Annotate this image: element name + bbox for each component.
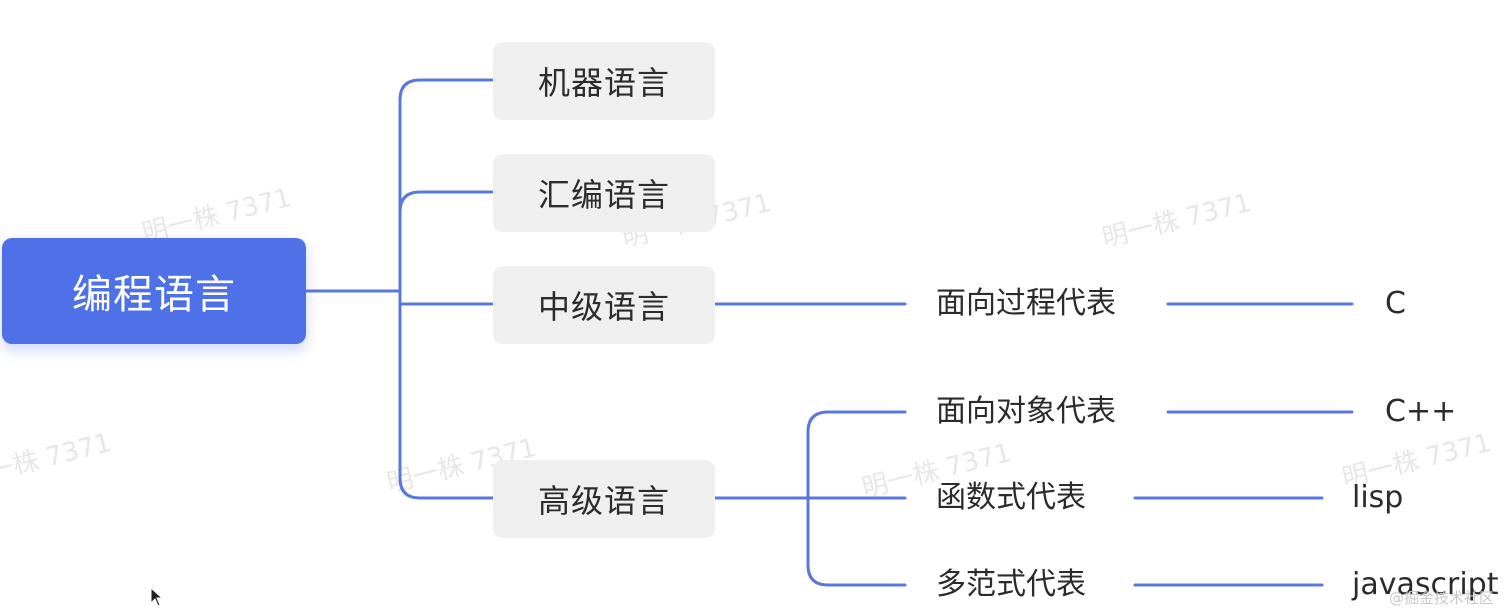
- corner-watermark: @掘金技术社区: [1388, 589, 1494, 607]
- node-label: 中级语言: [537, 288, 670, 326]
- node-example-c[interactable]: C: [1385, 286, 1406, 321]
- node-machine-language[interactable]: 机器语言: [493, 42, 715, 120]
- root-node[interactable]: 编程语言: [2, 238, 306, 344]
- connector-trunk: [398, 78, 495, 500]
- node-label: 高级语言: [537, 482, 670, 520]
- node-label: 机器语言: [537, 64, 670, 102]
- node-multi-paradigm[interactable]: 多范式代表: [936, 567, 1086, 602]
- node-high-level-language[interactable]: 高级语言: [493, 460, 715, 538]
- node-oop[interactable]: 面向对象代表: [936, 394, 1116, 429]
- node-mid-level-language[interactable]: 中级语言: [493, 266, 715, 344]
- node-procedural[interactable]: 面向过程代表: [936, 286, 1116, 321]
- node-assembly-language[interactable]: 汇编语言: [493, 154, 715, 232]
- node-label: 汇编语言: [537, 176, 670, 214]
- node-example-cpp[interactable]: C++: [1385, 394, 1457, 429]
- node-functional[interactable]: 函数式代表: [936, 480, 1086, 515]
- node-example-javascript[interactable]: javascript: [1352, 567, 1499, 602]
- root-label: 编程语言: [72, 272, 236, 318]
- connector-assembly: [398, 190, 495, 214]
- node-example-lisp[interactable]: lisp: [1352, 480, 1404, 515]
- mouse-cursor-icon: [150, 587, 164, 607]
- connector-mid: [398, 289, 495, 306]
